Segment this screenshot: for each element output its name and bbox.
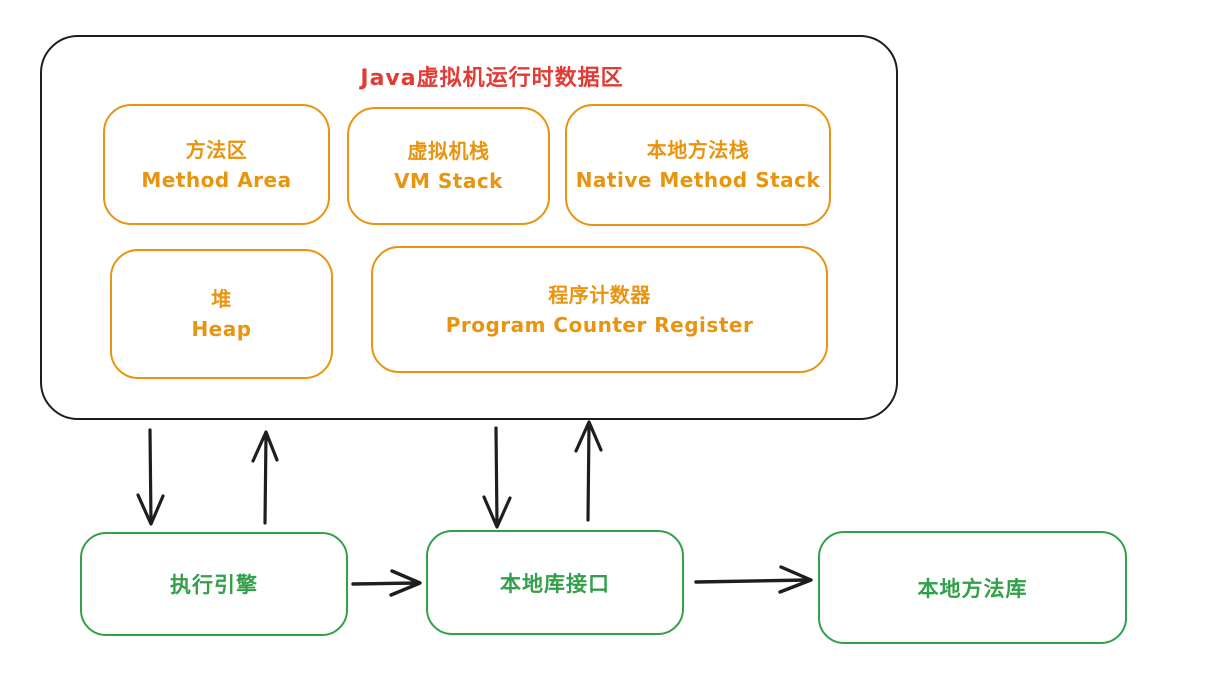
box-method-area-label-zh: 方法区 xyxy=(185,137,248,162)
arrow-runtime-to-execution-engine-down xyxy=(136,428,165,526)
box-execution-engine: 执行引擎 xyxy=(80,532,348,636)
arrow-native-interface-to-runtime-up xyxy=(574,420,603,522)
box-vm-stack: 虚拟机栈 VM Stack xyxy=(347,107,550,225)
box-native-method-stack: 本地方法栈 Native Method Stack xyxy=(565,104,831,226)
arrow-execution-engine-to-native-interface xyxy=(351,569,422,597)
box-program-counter-register: 程序计数器 Program Counter Register xyxy=(371,246,828,373)
box-method-area: 方法区 Method Area xyxy=(103,104,330,225)
box-native-method-library-label: 本地方法库 xyxy=(917,576,1028,601)
box-execution-engine-label: 执行引擎 xyxy=(170,573,258,597)
diagram-title: Java虚拟机运行时数据区 xyxy=(360,66,624,91)
box-heap: 堆 Heap xyxy=(110,249,333,379)
box-program-counter-register-label-zh: 程序计数器 xyxy=(548,282,651,307)
box-native-method-stack-label-zh: 本地方法栈 xyxy=(646,138,750,162)
box-native-method-library: 本地方法库 xyxy=(818,531,1127,644)
box-vm-stack-label-zh: 虚拟机栈 xyxy=(407,139,490,163)
box-method-area-label-en: Method Area xyxy=(141,167,292,192)
jvm-runtime-data-area-box xyxy=(40,35,898,420)
box-native-library-interface: 本地库接口 xyxy=(426,530,684,635)
arrow-execution-engine-to-runtime-up xyxy=(251,430,279,525)
arrow-runtime-to-native-interface-down xyxy=(482,426,512,529)
box-native-method-stack-label-en: Native Method Stack xyxy=(575,168,821,192)
box-program-counter-register-label-en: Program Counter Register xyxy=(445,312,754,337)
box-vm-stack-label-en: VM Stack xyxy=(394,169,503,193)
arrow-native-interface-to-native-library xyxy=(694,565,813,594)
box-heap-label-en: Heap xyxy=(191,317,252,341)
box-native-library-interface-label: 本地库接口 xyxy=(500,571,610,596)
box-heap-label-zh: 堆 xyxy=(211,287,232,311)
